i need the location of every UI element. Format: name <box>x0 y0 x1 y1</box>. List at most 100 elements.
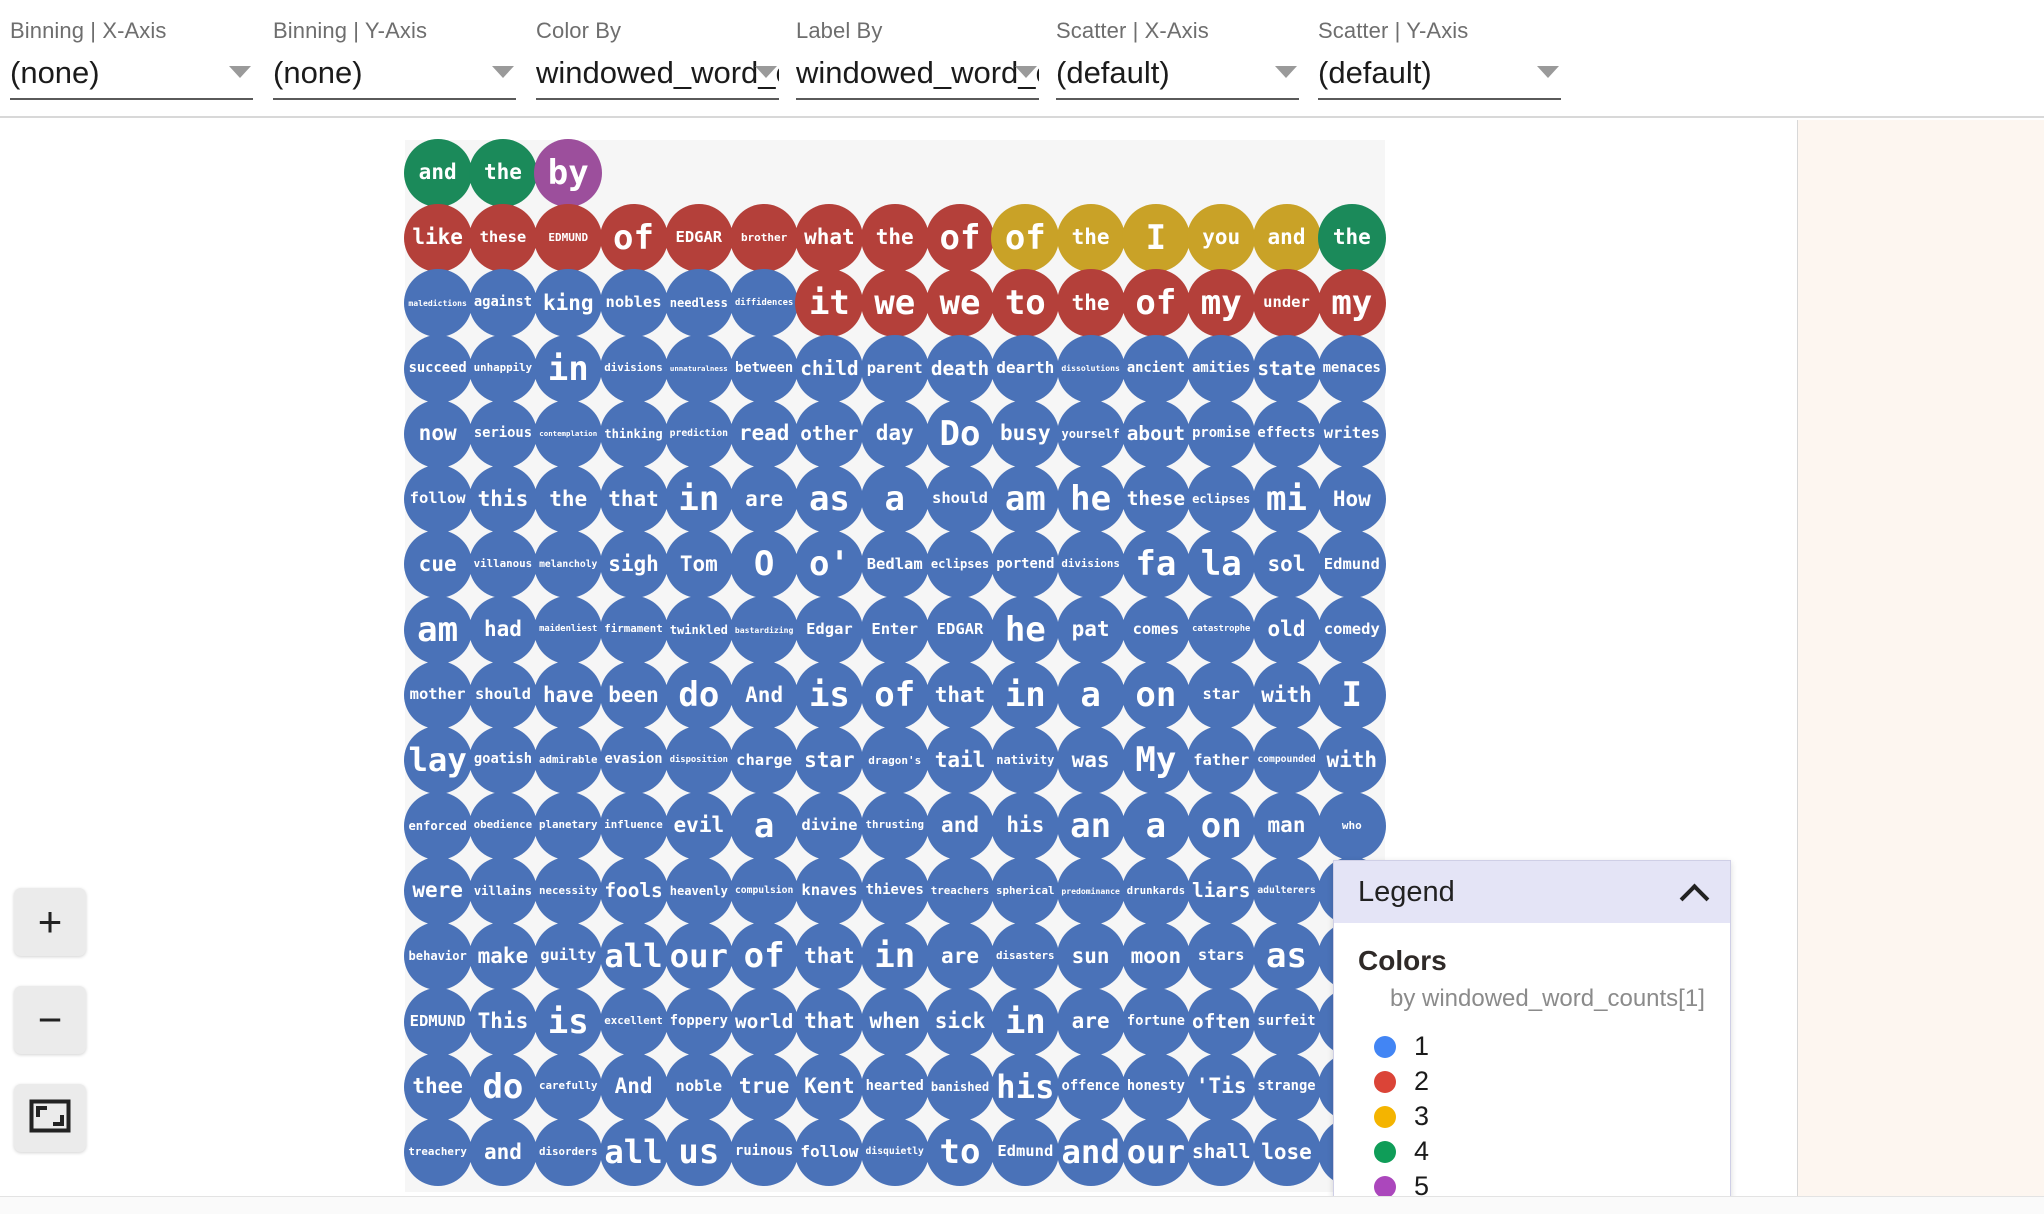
word-bubble[interactable]: sick <box>926 987 995 1056</box>
word-bubble[interactable]: our <box>664 922 733 991</box>
word-bubble[interactable]: Tom <box>664 530 733 599</box>
word-bubble[interactable]: noble <box>664 1052 733 1121</box>
word-bubble[interactable]: mother <box>403 661 472 730</box>
word-bubble[interactable]: dearth <box>991 334 1060 403</box>
word-bubble[interactable]: catastrophe <box>1187 595 1256 664</box>
word-bubble[interactable]: menaces <box>1317 334 1386 403</box>
word-bubble[interactable]: comes <box>1121 595 1190 664</box>
word-bubble[interactable]: his <box>991 1052 1060 1121</box>
word-bubble[interactable]: the <box>1056 203 1125 272</box>
word-bubble[interactable]: nobles <box>599 269 668 338</box>
word-bubble[interactable]: comedy <box>1317 595 1386 664</box>
word-bubble[interactable]: death <box>926 334 995 403</box>
word-bubble[interactable]: about <box>1121 399 1190 468</box>
word-bubble[interactable]: surfeit <box>1252 987 1321 1056</box>
word-bubble[interactable]: under <box>1252 269 1321 338</box>
scatter-x-axis-control[interactable]: (default) <box>1056 52 1299 100</box>
fit-to-screen-button[interactable] <box>14 1084 86 1152</box>
word-bubble[interactable]: thrusting <box>860 791 929 860</box>
word-bubble[interactable]: these <box>1121 465 1190 534</box>
word-bubble[interactable]: all <box>599 922 668 991</box>
word-bubble[interactable]: have <box>534 661 603 730</box>
word-bubble[interactable]: yourself <box>1056 399 1125 468</box>
word-bubble[interactable]: had <box>468 595 537 664</box>
word-bubble[interactable]: villains <box>468 856 537 925</box>
word-bubble[interactable]: is <box>795 661 864 730</box>
word-bubble[interactable]: behavior <box>403 922 472 991</box>
legend-header[interactable]: Legend <box>1334 861 1730 923</box>
word-bubble[interactable]: are <box>1056 987 1125 1056</box>
word-bubble[interactable]: that <box>795 987 864 1056</box>
word-bubble[interactable]: liars <box>1187 856 1256 925</box>
word-bubble[interactable]: carefully <box>534 1052 603 1121</box>
word-bubble[interactable]: in <box>991 987 1060 1056</box>
binning-x-axis-control[interactable]: (none) <box>10 52 253 100</box>
word-bubble[interactable]: banished <box>926 1052 995 1121</box>
word-bubble[interactable]: EDMUND <box>534 203 603 272</box>
word-bubble[interactable]: influence <box>599 791 668 860</box>
word-bubble[interactable]: follow <box>795 1118 864 1187</box>
word-bubble[interactable]: disquietly <box>860 1118 929 1187</box>
word-bubble[interactable]: should <box>468 661 537 730</box>
word-bubble[interactable]: star <box>1187 661 1256 730</box>
scatter-y-axis-select[interactable]: Scatter | Y-Axis(default) <box>1318 18 1561 100</box>
word-bubble[interactable]: villanous <box>468 530 537 599</box>
word-bubble[interactable]: hearted <box>860 1052 929 1121</box>
word-bubble[interactable]: my <box>1317 269 1386 338</box>
word-bubble[interactable]: I <box>1317 661 1386 730</box>
word-bubble[interactable]: of <box>860 661 929 730</box>
word-bubble[interactable]: and <box>468 1118 537 1187</box>
word-bubble[interactable]: disasters <box>991 922 1060 991</box>
chevron-down-icon[interactable] <box>1537 66 1559 78</box>
chevron-down-icon[interactable] <box>229 66 251 78</box>
word-bubble[interactable]: twinkled <box>664 595 733 664</box>
legend-item[interactable]: 4 <box>1374 1134 1706 1169</box>
word-bubble[interactable]: am <box>403 595 472 664</box>
word-bubble[interactable]: should <box>926 465 995 534</box>
chevron-up-icon[interactable] <box>1682 880 1706 904</box>
word-bubble[interactable]: treachers <box>926 856 995 925</box>
word-bubble[interactable]: man <box>1252 791 1321 860</box>
word-bubble[interactable]: thieves <box>860 856 929 925</box>
word-bubble[interactable]: that <box>926 661 995 730</box>
word-bubble[interactable]: what <box>795 203 864 272</box>
legend-item[interactable]: 5 <box>1374 1169 1706 1196</box>
word-bubble[interactable]: was <box>1056 726 1125 795</box>
word-bubble[interactable]: dissolutions <box>1056 334 1125 403</box>
word-bubble[interactable]: tail <box>926 726 995 795</box>
word-bubble[interactable]: thee <box>403 1052 472 1121</box>
word-bubble[interactable]: compulsion <box>730 856 799 925</box>
legend-item[interactable]: 1 <box>1374 1029 1706 1064</box>
word-bubble[interactable]: and <box>1056 1118 1125 1187</box>
binning-y-axis-select[interactable]: Binning | Y-Axis(none) <box>273 18 516 100</box>
word-bubble[interactable]: bastardizing <box>730 595 799 664</box>
word-bubble[interactable]: child <box>795 334 864 403</box>
word-bubble[interactable]: brother <box>730 203 799 272</box>
word-bubble[interactable]: follow <box>403 465 472 534</box>
word-bubble[interactable]: my <box>1187 269 1256 338</box>
word-bubble[interactable]: offence <box>1056 1052 1125 1121</box>
word-bubble[interactable]: eclipses <box>926 530 995 599</box>
word-bubble[interactable]: maidenliest <box>534 595 603 664</box>
word-bubble[interactable]: in <box>534 334 603 403</box>
word-bubble[interactable]: charge <box>730 726 799 795</box>
word-bubble[interactable]: he <box>1056 465 1125 534</box>
word-bubble[interactable]: compounded <box>1252 726 1321 795</box>
word-bubble[interactable]: it <box>795 269 864 338</box>
word-bubble[interactable]: this <box>468 465 537 534</box>
word-bubble[interactable]: excellent <box>599 987 668 1056</box>
word-bubble[interactable]: adulterers <box>1252 856 1321 925</box>
word-bubble[interactable]: the <box>1056 269 1125 338</box>
binning-x-axis-select[interactable]: Binning | X-Axis(none) <box>10 18 253 100</box>
binning-y-axis-control[interactable]: (none) <box>273 52 516 100</box>
word-bubble[interactable]: dragon's <box>860 726 929 795</box>
word-bubble[interactable]: now <box>403 399 472 468</box>
word-bubble[interactable]: and <box>1252 203 1321 272</box>
word-bubble[interactable]: he <box>991 595 1060 664</box>
word-bubble[interactable]: strange <box>1252 1052 1321 1121</box>
word-bubble[interactable]: his <box>991 791 1060 860</box>
word-bubble[interactable]: O <box>730 530 799 599</box>
word-bubble[interactable]: Kent <box>795 1052 864 1121</box>
word-bubble[interactable]: busy <box>991 399 1060 468</box>
